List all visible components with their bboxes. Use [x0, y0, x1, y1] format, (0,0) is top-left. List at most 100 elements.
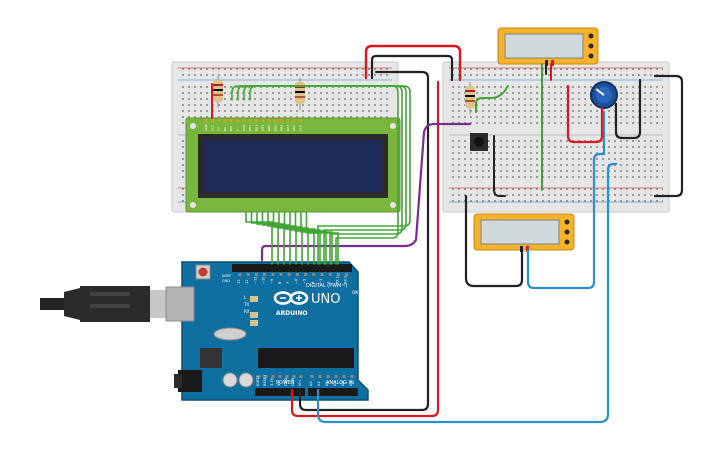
wire-blue-a0[interactable] [316, 162, 618, 424]
multimeter-bottom[interactable] [473, 213, 575, 252]
lcd-pin-label: V0 [217, 127, 221, 131]
lcd-pin [229, 119, 233, 122]
digital-pin-label: ~10 [262, 276, 266, 284]
wire-green-lcd-data[interactable] [267, 211, 297, 265]
lcd-pin [204, 119, 208, 122]
lcd-pin-label: E [236, 129, 240, 131]
digital-header [232, 264, 352, 272]
power-pin-label: GND [284, 378, 288, 386]
lcd-pin-label: LED [299, 124, 303, 131]
power-pin-hole [278, 375, 282, 378]
wire-green-lcd-data[interactable] [278, 211, 309, 265]
digital-pin-label: 2 [327, 282, 331, 284]
wire-black-top-bridge[interactable] [370, 54, 454, 82]
digital-pin-hole [246, 273, 250, 276]
on-label: ON [352, 290, 358, 295]
wire-red-pot[interactable] [566, 84, 604, 144]
wire-black-meter-bottom[interactable] [464, 194, 524, 288]
digital-pin-hole [345, 273, 349, 276]
analog-label: ANALOG IN [326, 380, 354, 386]
analog-pin-hole [334, 375, 338, 378]
wire-black-gnd[interactable] [298, 70, 430, 412]
wire-green-lcd-data[interactable] [272, 211, 303, 265]
wire-green-lcd-data[interactable] [300, 211, 333, 265]
lcd-pin [261, 119, 265, 122]
digital-pin-label: 12 [245, 279, 249, 284]
lcd-pin-label: DB0 [242, 125, 246, 131]
digital-pin-label: 4 [311, 281, 315, 284]
wire-green-lcd-data[interactable] [294, 211, 327, 265]
analog-header [308, 388, 358, 396]
wire-black-pot[interactable] [614, 78, 642, 140]
dc-barrel-jack-icon[interactable] [174, 370, 202, 392]
resistor-mid[interactable] [295, 78, 305, 110]
power-pin-label: GND [291, 378, 295, 386]
usb-plug-icon[interactable] [40, 286, 195, 322]
power-pin-label: 3.3V [270, 377, 274, 386]
power-pin-label: IOREF [256, 375, 260, 386]
digital-pin-hole [328, 273, 332, 276]
wire-green-lcd-control[interactable] [231, 85, 399, 265]
wire-green-lcd-data[interactable] [256, 211, 285, 265]
analog-pin-hole [342, 375, 346, 378]
power-pin-hole [271, 375, 275, 378]
lcd-pin-label: DB1 [248, 125, 252, 131]
wire-green-lcd-data[interactable] [305, 211, 339, 265]
power-pin-label: 5V [277, 381, 281, 386]
lcd-pin [280, 119, 284, 122]
wire-black-button[interactable] [493, 135, 506, 197]
wire-green-lcd-control[interactable] [249, 85, 411, 265]
wire-green-lcd-data[interactable] [261, 211, 291, 265]
gnd-label: GND [222, 279, 230, 283]
lcd-data-wires[interactable] [231, 85, 411, 265]
lcd-pin [286, 119, 290, 122]
multimeter-top[interactable] [497, 27, 599, 66]
digital-pin-hole [304, 273, 308, 276]
wire-red-top-bridge[interactable] [364, 44, 462, 82]
wire-blue-meter[interactable] [526, 152, 606, 290]
wire-green-lcd-data[interactable] [250, 211, 279, 265]
resistor-right[interactable] [465, 82, 475, 114]
lcd-module[interactable] [185, 117, 401, 213]
digital-pin-label: TX 1 [335, 276, 339, 285]
digital-pin-hole [263, 273, 267, 276]
lcd-pin [242, 119, 246, 122]
wire-green-lcd-data[interactable] [283, 211, 315, 265]
lcd-pin [236, 119, 239, 122]
digital-pin-label: RX 0 [344, 275, 348, 284]
arduino-uno[interactable] [181, 261, 369, 401]
wire-green-lcd-control[interactable] [237, 85, 403, 265]
reset-button-icon[interactable] [195, 264, 211, 280]
digital-pin-label: ~5 [303, 279, 307, 284]
wire-green-lcd-data[interactable] [289, 211, 321, 265]
lcd-pin [254, 119, 258, 122]
digital-pin-label: ~9 [270, 278, 274, 284]
digital-pin-hole [320, 273, 324, 276]
digital-pin-label: 7 [286, 282, 290, 284]
power-pin-label: Vin [298, 380, 302, 386]
lcd-pin [299, 119, 302, 122]
wire-green-lcd-control[interactable] [243, 85, 407, 265]
push-button[interactable] [470, 133, 488, 151]
digital-pin-hole [312, 273, 316, 276]
digital-pin-hole [295, 273, 299, 276]
wire-green-resistor[interactable] [475, 85, 509, 113]
digital-pin-hole [254, 273, 258, 276]
digital-pin-hole [287, 273, 291, 276]
wire-black-rails[interactable] [653, 74, 684, 198]
resistor-left[interactable] [213, 76, 223, 108]
wires[interactable] [211, 44, 684, 424]
lcd-pin-label: DB6 [280, 125, 284, 131]
lcd-pin-label: DB7 [286, 125, 290, 131]
wire-purple-button[interactable] [260, 122, 472, 262]
digital-pin-label: ~11 [253, 276, 257, 284]
lcd-pin-label: VCC [210, 125, 214, 131]
wire-green-lcd-data[interactable] [245, 211, 273, 265]
potentiometer[interactable] [590, 81, 618, 109]
lcd-pin-label: GND [204, 123, 208, 131]
wire-red-5v[interactable] [290, 80, 440, 418]
analog-pin-label: A2 [325, 381, 329, 386]
